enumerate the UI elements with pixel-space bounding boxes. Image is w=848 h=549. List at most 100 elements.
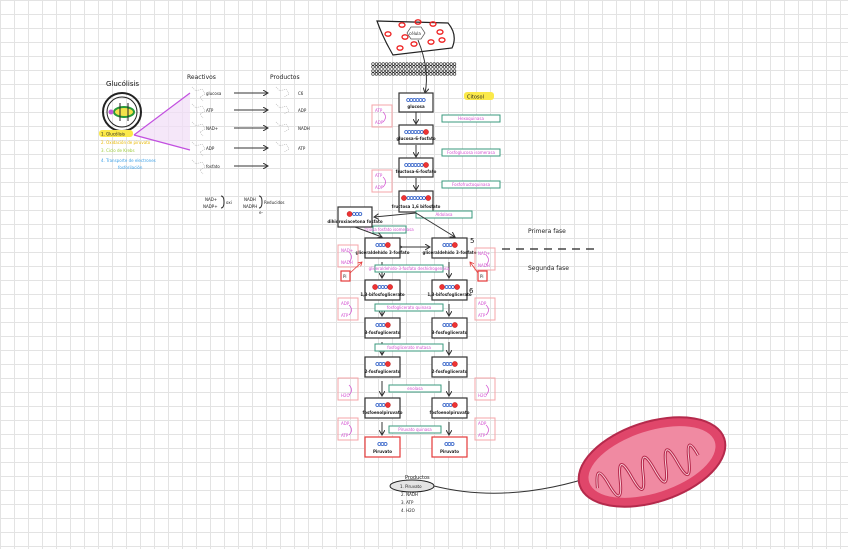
product-label: NADH: [298, 126, 310, 131]
cofactor-out: ATP: [478, 433, 486, 438]
lipid-icon: [374, 62, 379, 66]
lipid-icon: [402, 69, 406, 73]
molecule-box-0[interactable]: [364, 237, 401, 259]
phosphate-icon: [423, 162, 429, 168]
molecule-box-3-label: 2-fosfoglicerato: [365, 369, 401, 374]
zoom-wedge: [134, 93, 190, 150]
phosphate-icon: [425, 195, 432, 201]
phosphate-icon: [439, 284, 445, 290]
phosphate-icon: [452, 402, 458, 408]
lipid-icon: [429, 65, 433, 69]
carbon-icon: [381, 243, 386, 247]
glucosa-6-fosfato-box[interactable]: [398, 124, 434, 145]
molecule-sketch-icon: [275, 103, 290, 115]
molecule-box-2-label: 3-fosfoglicerato: [365, 330, 401, 335]
phosphate-arrow: [470, 262, 479, 274]
lipid-icon: [405, 69, 409, 73]
cell-step-1: 1. Glucólisis: [101, 132, 125, 137]
phosphate-icon: [385, 322, 391, 328]
product-label: ATP: [298, 146, 306, 151]
lipid-icon: [453, 62, 457, 66]
cell-step-3: 3. Ciclo de Krebs: [101, 148, 135, 153]
productos-header: Productos: [270, 74, 300, 81]
molecule-box-0[interactable]: [431, 237, 468, 259]
molecule-box-5[interactable]: [364, 436, 401, 458]
lipid-icon: [371, 72, 375, 76]
lipid-icon: [439, 69, 443, 73]
lipid-icon: [446, 62, 450, 66]
lipid-icon: [408, 65, 413, 69]
carbon-icon: [448, 403, 453, 407]
cofactor-curve-arrow: [348, 384, 352, 396]
fructosa-6-fosfato-box[interactable]: [398, 157, 434, 178]
lipid-icon: [429, 69, 433, 73]
molecule-box-0-label: gliceraldehído 3-fosfato: [356, 250, 410, 255]
molecule-sketch-icon: [191, 86, 206, 102]
lipid-icon: [432, 72, 436, 76]
lipid-icon: [405, 72, 409, 76]
product-1: 1. Piruvato: [400, 484, 422, 489]
molecule-box-2[interactable]: [431, 317, 468, 339]
molecule-box-4[interactable]: [364, 397, 401, 419]
lipid-icon: [442, 62, 447, 66]
molecule-box-2[interactable]: [364, 317, 401, 339]
reduced-label: Reducidos: [264, 200, 285, 205]
enzyme-label-box: [441, 114, 501, 123]
molecule-box-3[interactable]: [364, 356, 401, 378]
lipid-icon: [385, 69, 389, 73]
enzyme-label-box: [372, 225, 407, 234]
enzyme-label: Hexoquinasa: [458, 116, 484, 121]
molecule-box-4[interactable]: [431, 397, 468, 419]
carbon-icon: [358, 212, 363, 216]
lipid-icon: [436, 69, 440, 73]
lipid-icon: [436, 72, 440, 76]
lipid-icon: [415, 65, 419, 69]
cofactor-in: ADP: [341, 421, 350, 426]
molecule-sketch-icon: [191, 121, 206, 137]
glucosa-box-label: glucosa: [407, 104, 425, 109]
cell-step-2: 2. Oxidación de piruvato: [101, 140, 151, 145]
glucosa-6-fosfato-box-label: glucosa-6-fosfato: [396, 136, 436, 141]
cofactor-out: NADH: [341, 260, 353, 265]
lipid-icon: [402, 62, 406, 66]
enzyme-label: Aldolasa: [436, 212, 453, 217]
lipid-icon: [453, 65, 457, 69]
molecule-box-3[interactable]: [431, 356, 468, 378]
carbon-icon: [421, 98, 426, 102]
reactant-label: fosfato: [206, 164, 220, 169]
cofactor-curve-arrow: [348, 251, 352, 263]
cofactor-in: NAD+: [478, 251, 490, 256]
cofactor-box: [371, 104, 393, 128]
cofactor-curve-arrow: [485, 254, 489, 266]
phosphate-icon: [387, 284, 393, 290]
lipid-icon: [432, 65, 436, 69]
cofactor-curve-arrow: [348, 304, 352, 316]
molecule-box-1[interactable]: [431, 279, 468, 301]
cofactor-out: ADP: [375, 185, 384, 190]
title: Glucólisis: [106, 80, 139, 88]
lipid-icon: [422, 69, 426, 73]
phosphate-input-box: [340, 270, 351, 282]
lipid-icon: [439, 62, 443, 66]
carbon-icon: [381, 323, 386, 327]
molecule-box-5[interactable]: [431, 436, 468, 458]
glucosa-box[interactable]: [398, 92, 434, 113]
mitochondrion-illustration: [577, 416, 727, 508]
lipid-icon: [422, 65, 426, 69]
lipid-icon: [374, 69, 379, 73]
cofactor-box: [371, 169, 393, 193]
lipid-icon: [449, 72, 453, 76]
enzyme-label: gliceraldehído-3-fosfato deshidrogenasa: [369, 266, 450, 271]
lipid-icon: [432, 69, 436, 73]
lipid-icon: [419, 69, 423, 73]
phosphate-input-label: Pi: [480, 274, 483, 279]
cofactor-curve-arrow: [485, 304, 489, 316]
phosphate-input-label: Pi: [343, 274, 346, 279]
electron-label: e-: [259, 210, 263, 215]
dhap-box[interactable]: [337, 206, 373, 228]
molecule-box-1[interactable]: [364, 279, 401, 301]
lipid-icon: [371, 65, 375, 69]
lipid-icon: [425, 65, 430, 69]
